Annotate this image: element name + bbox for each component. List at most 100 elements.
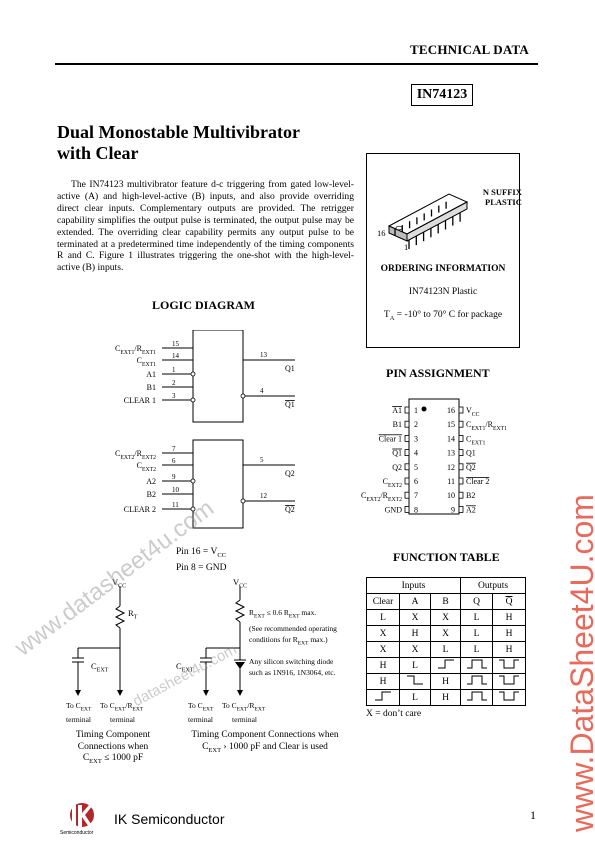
pin-label: Clear 1	[379, 434, 402, 443]
pin-number: 4	[414, 449, 418, 458]
page-title: Dual Monostable Multivibrator with Clear	[57, 122, 357, 164]
table-header-cell: Q	[460, 593, 493, 610]
pin-assignment-title: PIN ASSIGNMENT	[386, 366, 490, 380]
caption-2: Timing Component Connections when CEXT ›…	[180, 730, 350, 756]
rt-label: RT	[128, 608, 138, 621]
caption-1-line-2: Connections when	[77, 741, 149, 752]
pin-number: 3	[414, 434, 418, 443]
table-cell: L	[366, 609, 400, 626]
pin-label: B2	[466, 491, 475, 500]
table-cell: X	[430, 625, 461, 642]
pin-number: 14	[172, 352, 180, 360]
pin-label: CEXT1	[137, 356, 157, 368]
timing-circuits	[72, 586, 246, 696]
table-cell: H	[430, 673, 461, 690]
pin-label: Q2	[466, 463, 476, 472]
pin-label: CEXT1	[466, 434, 486, 446]
pin-number: 5	[414, 463, 418, 472]
header-inputs: Inputs	[366, 577, 461, 594]
chip-pin	[404, 420, 410, 428]
chip-pin	[458, 420, 464, 428]
page-number: 1	[530, 808, 536, 822]
pin-number: 1	[414, 406, 418, 415]
pin-assignment-chip	[408, 398, 460, 515]
table-cell: X	[399, 641, 431, 658]
pin-label: B2	[147, 490, 156, 499]
suffix-line-1: N SUFFIX	[482, 187, 522, 197]
pin-label: Q2	[285, 469, 295, 478]
header-outputs: Outputs	[460, 577, 526, 594]
chip-pin	[458, 491, 464, 499]
temp-text: = -10° to 70° C for package	[394, 310, 503, 320]
pin-label: Q2	[392, 463, 402, 472]
logic-diagram-title: LOGIC DIAGRAM	[152, 298, 256, 312]
pin-number: 6	[172, 457, 176, 465]
pin-label: Clear 2	[466, 477, 489, 486]
caption-1: Timing Component Connections when CEXT ≤…	[62, 730, 164, 767]
pin-number: 12	[447, 463, 455, 472]
chip-pin	[458, 449, 464, 456]
table-cell: L	[430, 641, 461, 658]
pin-number: 6	[414, 477, 418, 486]
cext-label-1: CEXT	[91, 661, 109, 674]
table-cell: L	[399, 689, 431, 706]
pin-number: 11	[447, 477, 455, 486]
diode-note-line-1: Any silicon switching diode	[249, 657, 334, 666]
table-cell: H	[492, 609, 526, 626]
pin-label: CLEAR 1	[124, 396, 156, 405]
pin-number: 3	[172, 392, 176, 400]
header-title: TECHNICAL DATA	[410, 42, 529, 57]
part-number-box: IN74123	[411, 84, 473, 106]
table-cell	[492, 673, 526, 690]
chip-pin	[404, 477, 410, 485]
pin-number: 2	[414, 420, 418, 429]
pin-number: 16	[447, 406, 455, 415]
pin-number: 15	[172, 340, 180, 348]
chip-pin	[404, 491, 410, 499]
pin16-marker: 16	[377, 228, 386, 238]
vcc-label-1: VCC	[112, 577, 127, 590]
pin-number: 9	[451, 505, 455, 514]
pin16-note-text: Pin 16 = V	[176, 547, 218, 557]
pin1-marker: 1	[404, 242, 409, 252]
header-rule	[55, 63, 538, 65]
monostable-block-1	[192, 330, 244, 423]
table-cell: H	[492, 641, 526, 658]
diode-note-line-2: such as 1N916, 1N3064, etc.	[249, 668, 336, 677]
table-header-cell: Q	[492, 593, 526, 610]
table-cell: H	[430, 689, 461, 706]
pin-label: VCC	[466, 406, 480, 418]
table-cell: H	[492, 625, 526, 642]
pin-label: B1	[147, 383, 156, 392]
pin-number: 7	[414, 491, 418, 500]
pin-label: A2	[466, 505, 476, 514]
chip-pin	[404, 449, 410, 456]
title-line-2: with Clear	[57, 143, 139, 163]
table-cell	[430, 657, 461, 674]
pin-notes: Pin 16 = VCC Pin 8 = GND	[176, 546, 227, 574]
table-cell	[460, 657, 493, 674]
table-cell	[460, 689, 493, 706]
pin-label: CEXT1/REXT1	[466, 420, 507, 432]
pin16-note: Pin 16 = VCC	[176, 546, 227, 562]
pin-label: Q1	[285, 364, 295, 373]
chip-pin	[404, 506, 410, 513]
title-line-1: Dual Monostable Multivibrator	[57, 122, 300, 142]
pin-label: GND	[385, 505, 403, 514]
package-suffix: N SUFFIX PLASTIC	[477, 187, 522, 207]
pin-number: 10	[447, 491, 455, 500]
table-header-cell: A	[399, 593, 431, 610]
pin-number: 9	[172, 473, 176, 481]
pin-label: CEXT2	[383, 477, 403, 489]
pin-number: 2	[172, 379, 176, 387]
chip-pin	[404, 463, 410, 471]
